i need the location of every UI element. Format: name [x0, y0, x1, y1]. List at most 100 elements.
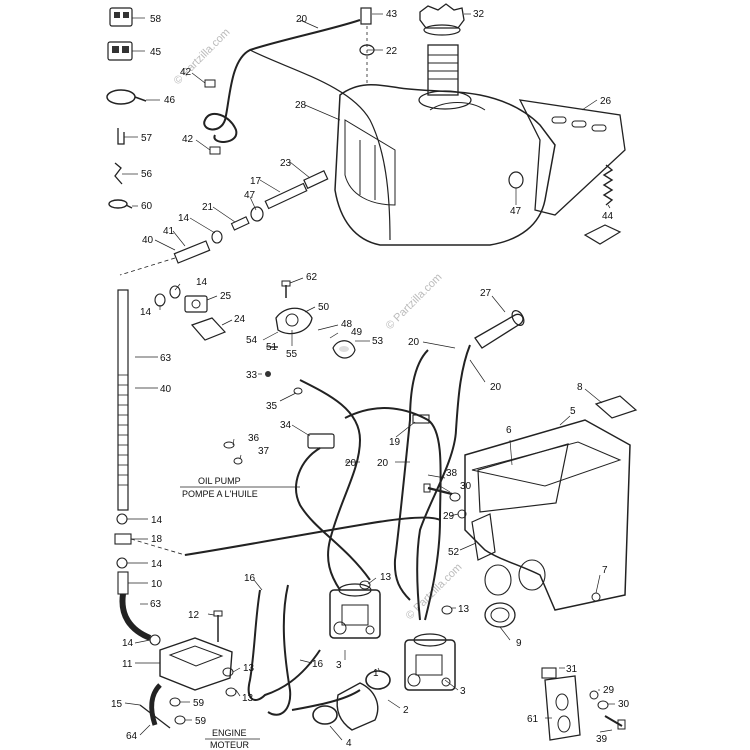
callout-20[interactable]: 20: [296, 14, 308, 25]
callout-42[interactable]: 42: [182, 134, 194, 145]
callout-9[interactable]: 9: [516, 638, 522, 649]
connector-45[interactable]: [107, 41, 133, 61]
callout-18[interactable]: 18: [151, 534, 163, 545]
clamp-14-b[interactable]: [169, 285, 181, 299]
mounting-plate-26[interactable]: [518, 99, 626, 216]
clamp-14-f[interactable]: [149, 634, 161, 646]
callout-16[interactable]: 16: [312, 659, 324, 670]
filler-neck[interactable]: [427, 44, 459, 96]
clip-56[interactable]: [114, 162, 123, 185]
callout-52[interactable]: 52: [448, 547, 460, 558]
callout-3[interactable]: 3: [460, 686, 466, 697]
grommet-47-left[interactable]: [250, 206, 264, 222]
washer-30-a[interactable]: [449, 492, 461, 502]
callout-16[interactable]: 16: [244, 573, 256, 584]
callout-56[interactable]: 56: [141, 169, 153, 180]
callout-30[interactable]: 30: [618, 699, 630, 710]
callout-20[interactable]: 20: [490, 382, 502, 393]
callout-32[interactable]: 32: [473, 9, 485, 20]
callout-26[interactable]: 26: [600, 96, 612, 107]
clamp-59-a[interactable]: [169, 697, 181, 707]
callout-13[interactable]: 13: [458, 604, 470, 615]
clamp-14-c[interactable]: [154, 293, 166, 307]
callout-1[interactable]: 1: [373, 668, 379, 679]
fuel-cap-32[interactable]: [419, 3, 465, 36]
bracket-52[interactable]: [471, 513, 496, 561]
callout-54[interactable]: 54: [246, 335, 258, 346]
callout-57[interactable]: 57: [141, 133, 153, 144]
callout-21[interactable]: 21: [202, 202, 214, 213]
sleeve-23[interactable]: [303, 170, 329, 190]
nut-29-b[interactable]: [589, 690, 599, 700]
callout-47[interactable]: 47: [510, 206, 522, 217]
callout-50[interactable]: 50: [318, 302, 330, 313]
washer-30-b[interactable]: [597, 700, 609, 710]
sponge-6[interactable]: [477, 443, 569, 513]
callout-38[interactable]: 38: [446, 468, 458, 479]
callout-30[interactable]: 30: [460, 481, 472, 492]
callout-25[interactable]: 25: [220, 291, 232, 302]
hose-41[interactable]: [173, 240, 211, 264]
callout-2[interactable]: 2: [403, 705, 409, 716]
grommet-47-right[interactable]: [508, 171, 524, 189]
screw-62[interactable]: [281, 280, 291, 298]
callout-37[interactable]: 37: [258, 446, 270, 457]
hose-10[interactable]: [117, 571, 129, 595]
clamp-13-a[interactable]: [359, 580, 371, 590]
screw-12[interactable]: [213, 610, 223, 642]
callout-13[interactable]: 13: [380, 572, 392, 583]
clamp-2[interactable]: [365, 670, 391, 690]
callout-63[interactable]: 63: [150, 599, 162, 610]
spacer-31[interactable]: [541, 667, 557, 679]
callout-33[interactable]: 33: [246, 370, 258, 381]
callout-48[interactable]: 48: [341, 319, 353, 330]
fitting-21[interactable]: [230, 216, 250, 231]
callout-61[interactable]: 61: [527, 714, 539, 725]
callout-40[interactable]: 40: [160, 384, 172, 395]
callout-59[interactable]: 59: [193, 698, 205, 709]
clamp-14-a[interactable]: [211, 230, 223, 244]
label-8[interactable]: [594, 395, 638, 419]
primer-55[interactable]: [275, 307, 313, 335]
hoses[interactable]: [184, 344, 471, 716]
callout-14[interactable]: 14: [122, 638, 134, 649]
callout-19[interactable]: 19: [389, 437, 401, 448]
tee-19[interactable]: [412, 414, 430, 424]
clip-42-lower[interactable]: [209, 146, 221, 155]
boot-9[interactable]: [484, 602, 516, 628]
callout-28[interactable]: 28: [295, 100, 307, 111]
callout-34[interactable]: 34: [280, 420, 292, 431]
callout-8[interactable]: 8: [577, 382, 583, 393]
callout-43[interactable]: 43: [386, 9, 398, 20]
callout-42[interactable]: 42: [180, 67, 192, 78]
clamp-13-c[interactable]: [222, 667, 234, 677]
callout-10[interactable]: 10: [151, 579, 163, 590]
washer-36[interactable]: [223, 441, 235, 449]
adaptor-1[interactable]: [336, 682, 379, 731]
gasket-24[interactable]: [190, 317, 227, 341]
hose-63-vertical[interactable]: [117, 289, 129, 511]
bracket-61[interactable]: [544, 675, 581, 741]
callout-20[interactable]: 20: [377, 458, 389, 469]
pad[interactable]: [583, 224, 622, 245]
callout-13[interactable]: 13: [243, 663, 255, 674]
hose-15-64[interactable]: [139, 683, 171, 729]
callout-12[interactable]: 12: [188, 610, 200, 621]
washer-37[interactable]: [233, 457, 243, 465]
callout-6[interactable]: 6: [506, 425, 512, 436]
clamp-14-d[interactable]: [116, 513, 128, 525]
callout-14[interactable]: 14: [140, 307, 152, 318]
callout-23[interactable]: 23: [280, 158, 292, 169]
callout-14[interactable]: 14: [196, 277, 208, 288]
callout-27[interactable]: 27: [480, 288, 492, 299]
callout-13[interactable]: 13: [242, 693, 254, 704]
callout-11[interactable]: 11: [122, 659, 133, 670]
callout-14[interactable]: 14: [151, 559, 163, 570]
hose-63-lower[interactable]: [119, 593, 152, 641]
clamp-14-e[interactable]: [116, 557, 128, 569]
callout-62[interactable]: 62: [306, 272, 318, 283]
callout-36[interactable]: 36: [248, 433, 260, 444]
clamp-59-b[interactable]: [174, 715, 186, 725]
fitting-43[interactable]: [360, 7, 372, 25]
callout-24[interactable]: 24: [234, 314, 246, 325]
